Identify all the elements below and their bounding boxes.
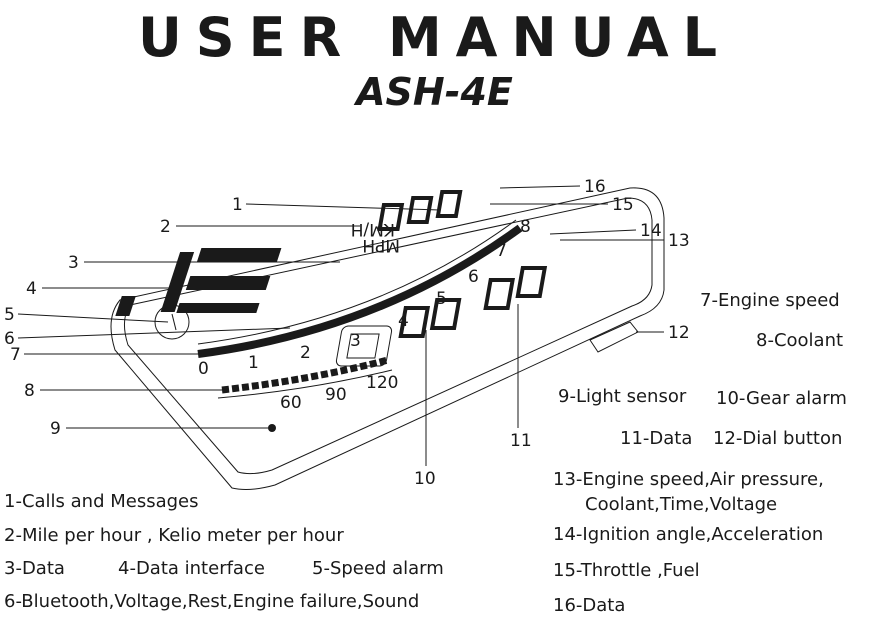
callout-11: 11 (510, 431, 532, 451)
callout-7: 7 (10, 345, 21, 365)
gauge-tick-1: 1 (248, 353, 259, 373)
speed-unit-mph: MPH (362, 235, 400, 255)
legend-item-7: 7-Engine speed (700, 290, 840, 311)
legend-item-14: 14-Ignition angle,Acceleration (553, 524, 824, 545)
model-number: ASH-4E (356, 70, 513, 114)
legend-item-15: 15-Throttle ,Fuel (553, 560, 700, 581)
callout-13: 13 (668, 231, 690, 251)
dial-button-shape (589, 321, 639, 353)
engine-speed-arc (197, 224, 523, 358)
legend-item-10: 10-Gear alarm (716, 388, 847, 409)
manual-title: USER MANUAL (137, 6, 732, 69)
light-sensor-icon (268, 424, 276, 432)
callout-6: 6 (4, 329, 15, 349)
callout-5: 5 (4, 305, 15, 325)
legend-item-2: 2-Mile per hour , Kelio meter per hour (4, 525, 344, 546)
gear-display-box (335, 325, 393, 367)
callout-16: 16 (584, 177, 606, 197)
legend-item-13a: 13-Engine speed,Air pressure, (553, 469, 824, 490)
legend-item-11: 11-Data (620, 428, 693, 449)
callout-10: 10 (414, 469, 436, 489)
speed-unit-kmh: KM/H (351, 219, 395, 239)
legend-item-9: 9-Light sensor (558, 386, 687, 407)
device-inner-frame (124, 197, 653, 475)
coolant-bar (221, 356, 389, 394)
legend-item-12: 12-Dial button (713, 428, 843, 449)
legend-item-6: 6-Bluetooth,Voltage,Rest,Engine failure,… (4, 591, 420, 612)
callout-4: 4 (26, 279, 37, 299)
coolant-tick-60: 60 (280, 393, 302, 413)
callout-14: 14 (640, 221, 662, 241)
gauge-tick-8: 8 (520, 217, 531, 237)
legend-item-5: 5-Speed alarm (312, 558, 444, 579)
callout-9: 9 (50, 419, 61, 439)
callout-1: 1 (232, 195, 243, 215)
top-data-digits (377, 190, 463, 231)
gauge-tick-2: 2 (300, 343, 311, 363)
gauge-tick-3: 3 (350, 331, 361, 351)
callout-8: 8 (24, 381, 35, 401)
right-data-digits (398, 266, 548, 338)
callout-3: 3 (68, 253, 79, 273)
callout-15: 15 (612, 195, 634, 215)
gauge-tick-0: 0 (198, 359, 209, 379)
legend-item-13b: Coolant,Time,Voltage (585, 494, 778, 515)
coolant-tick-90: 90 (325, 385, 347, 405)
gauge-tick-6: 6 (468, 267, 479, 287)
legend-item-1: 1-Calls and Messages (4, 491, 199, 512)
callout-2: 2 (160, 217, 171, 237)
device-body (110, 187, 665, 490)
legend-item-16: 16-Data (553, 595, 626, 616)
callout-leaders (17, 185, 664, 466)
coolant-tick-120: 120 (366, 373, 398, 393)
legend-item-3: 3-Data (4, 558, 65, 579)
legend-item-8: 8-Coolant (756, 330, 844, 351)
callout-12: 12 (668, 323, 690, 343)
legend-item-4: 4-Data interface (118, 558, 265, 579)
gauge-tick-7: 7 (496, 241, 507, 261)
speed-digits (115, 248, 282, 316)
